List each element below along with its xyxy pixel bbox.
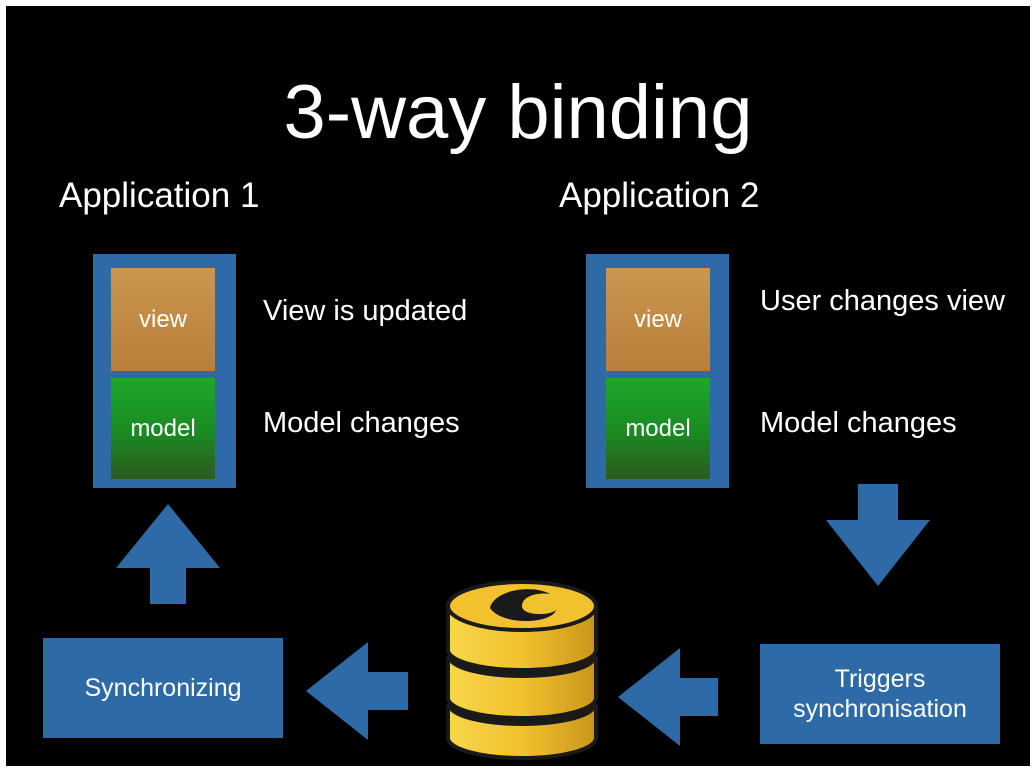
- application-1-label: Application 1: [59, 176, 260, 215]
- arrow-left-icon: [618, 648, 718, 746]
- application-1-model-note: Model changes: [263, 407, 460, 439]
- database-icon: [446, 580, 598, 760]
- application-1-box: view model: [93, 254, 236, 488]
- application-2-view-note: User changes view: [760, 285, 1005, 317]
- triggers-label-line2: synchronisation: [793, 695, 967, 723]
- application-1-view-label: view: [138, 305, 187, 333]
- application-2-model-label: model: [625, 414, 691, 442]
- triggers-synchronisation-box: Triggers synchronisation: [760, 644, 1000, 744]
- application-2-view-label: view: [633, 305, 682, 333]
- arrow-up-icon: [116, 504, 220, 604]
- application-1-model-box: model: [111, 378, 215, 479]
- application-1-view-note: View is updated: [263, 295, 468, 327]
- slide-title: 3-way binding: [283, 70, 753, 155]
- application-2-box: view model: [586, 254, 729, 488]
- application-2-view-box: view: [606, 268, 710, 371]
- slide: 3-way binding Application 1 view model V…: [6, 6, 1030, 766]
- application-2-model-note: Model changes: [760, 407, 957, 439]
- application-2-model-box: model: [606, 378, 710, 479]
- application-1-model-label: model: [130, 414, 196, 442]
- triggers-label-line1: Triggers: [834, 665, 926, 693]
- arrow-down-icon: [826, 484, 930, 586]
- application-1-view-box: view: [111, 268, 215, 371]
- application-2-label: Application 2: [559, 176, 760, 215]
- synchronizing-label: Synchronizing: [84, 674, 242, 702]
- arrow-left-icon: [306, 642, 408, 740]
- synchronizing-box: Synchronizing: [43, 638, 283, 738]
